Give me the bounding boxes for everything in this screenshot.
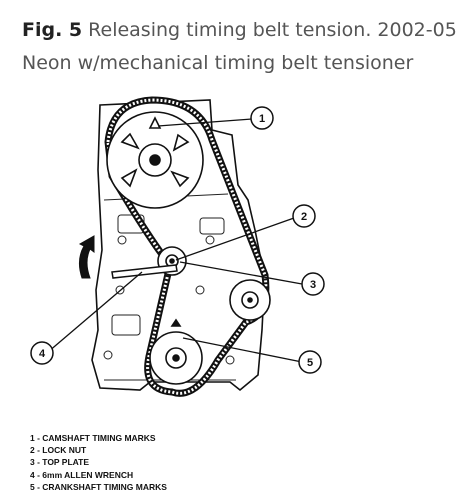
callout-2-label: 2 <box>301 211 307 223</box>
legend-item: 5 - CRANKSHAFT TIMING MARKS <box>30 481 167 492</box>
camshaft-sprocket <box>106 111 204 209</box>
crankshaft-sprocket <box>149 318 203 385</box>
callout-5: 5 <box>298 350 322 374</box>
figure-label: Fig. 5 <box>22 19 83 41</box>
callout-5-label: 5 <box>307 357 313 369</box>
allen-wrench <box>111 264 178 279</box>
callout-markers: 1 2 3 4 5 <box>30 106 325 374</box>
timing-belt-diagram: 1 2 3 4 5 <box>30 96 325 397</box>
idler-pulley <box>229 279 271 321</box>
parts-legend: 1 - CAMSHAFT TIMING MARKS 2 - LOCK NUT 3… <box>30 432 167 493</box>
legend-item: 3 - TOP PLATE <box>30 457 90 468</box>
rotation-arrow <box>78 235 95 279</box>
legend-item: 4 - 6mm ALLEN WRENCH <box>30 469 134 480</box>
callout-1-label: 1 <box>259 113 265 125</box>
callout-1: 1 <box>250 106 274 130</box>
callout-4: 4 <box>30 341 54 365</box>
leader-lines <box>47 118 303 363</box>
callout-3: 3 <box>301 272 325 296</box>
callout-3-label: 3 <box>310 279 316 291</box>
callout-2: 2 <box>292 204 316 228</box>
legend-item: 2 - LOCK NUT <box>30 445 87 456</box>
legend-item: 1 - CAMSHAFT TIMING MARKS <box>30 433 156 443</box>
callout-4-label: 4 <box>39 348 46 360</box>
caption-text-1: Releasing timing belt tension. 2002-05 <box>88 19 457 41</box>
caption-line-2: Neon w/mechanical timing belt tensioner <box>22 52 414 74</box>
